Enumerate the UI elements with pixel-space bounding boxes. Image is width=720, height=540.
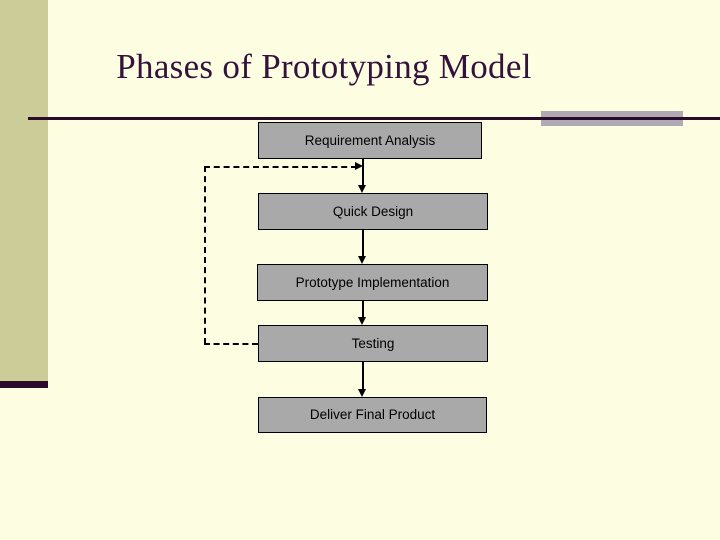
- edge-quick-design-to-prototype-implementation: [362, 230, 364, 256]
- feedback-edge-top-segment: [204, 166, 357, 168]
- edge-prototype-implementation-to-testing: [362, 301, 364, 317]
- arrowhead-down-icon-1: [358, 185, 366, 193]
- flowchart-node-requirement-analysis[interactable]: Requirement Analysis: [258, 122, 482, 159]
- arrowhead-down-icon-3: [358, 317, 366, 325]
- edge-testing-to-deliver-final-product: [362, 362, 364, 389]
- feedback-edge-left-segment: [204, 166, 206, 344]
- flowchart-node-testing[interactable]: Testing: [258, 325, 488, 362]
- feedback-edge-bottom-segment: [204, 343, 258, 345]
- title-rule: [28, 117, 720, 120]
- flowchart-node-prototype-implementation[interactable]: Prototype Implementation: [257, 264, 488, 301]
- feedback-edge-arrowhead-icon: [355, 161, 363, 170]
- edge-requirement-analysis-to-quick-design: [362, 159, 364, 187]
- title-rule-accent-line: [541, 117, 720, 120]
- arrowhead-down-icon-4: [358, 389, 366, 397]
- page-title: Phases of Prototyping Model: [116, 47, 532, 86]
- flowchart-node-deliver-final-product[interactable]: Deliver Final Product: [258, 397, 487, 433]
- sidebar-accent-footer: [0, 381, 48, 388]
- sidebar-accent-band: [0, 0, 48, 381]
- arrowhead-down-icon-2: [358, 256, 366, 264]
- flowchart-node-quick-design[interactable]: Quick Design: [258, 193, 488, 230]
